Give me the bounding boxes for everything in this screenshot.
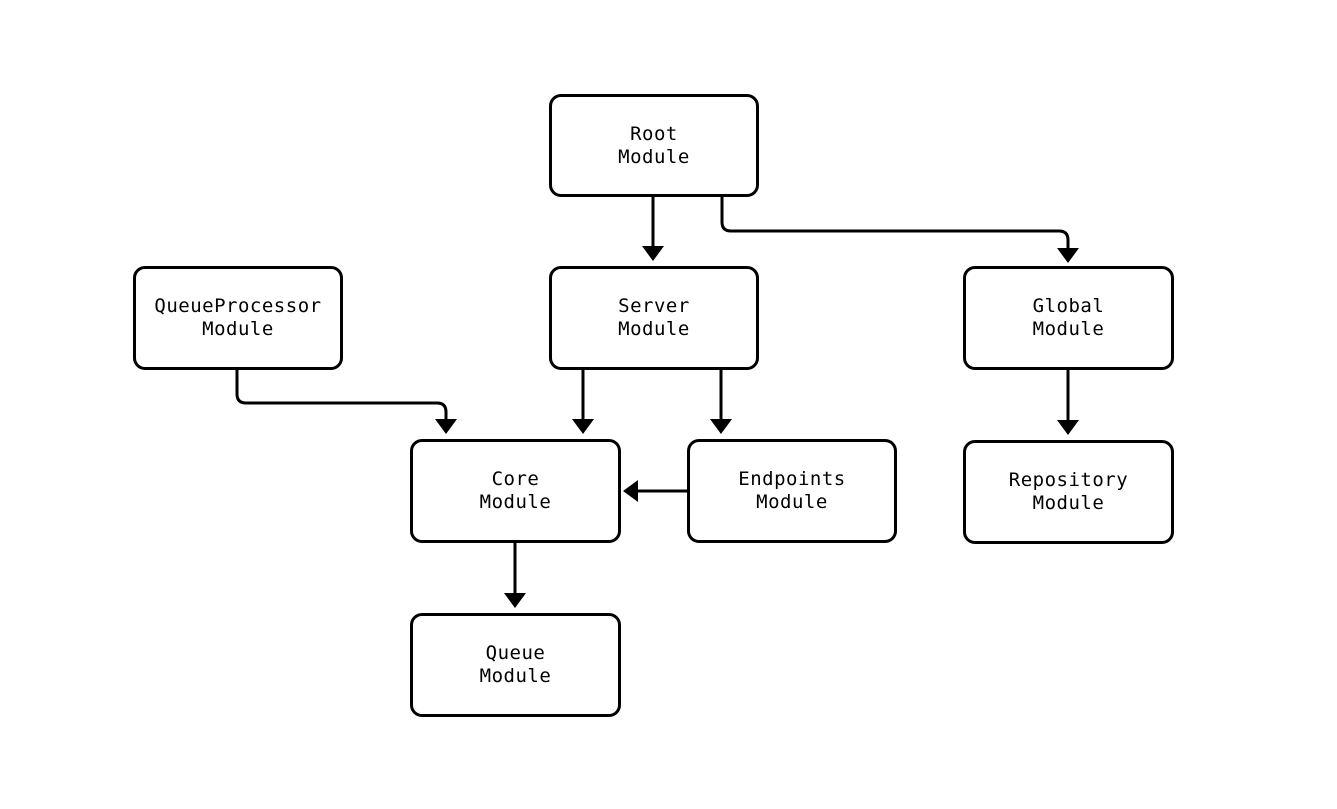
global-module-label-line2: Module [1032,318,1105,340]
edge-server-endpoints [710,370,732,434]
server-module-label-line1: Server [618,295,690,317]
edge-server-core [572,370,594,434]
queueprocessor-module[interactable]: QueueProcessor Module [133,266,343,370]
repository-module-label-line2: Module [1032,492,1105,514]
edge-root-global [720,197,1079,263]
core-module-label-line1: Core [491,468,540,490]
queueprocessor-module-label-line2: Module [202,318,274,340]
core-module-label-line2: Module [479,491,552,513]
queue-module[interactable]: Queue Module [410,613,621,717]
server-module[interactable]: Server Module [549,266,759,370]
queue-module-label-line1: Queue [485,642,546,664]
endpoints-module[interactable]: Endpoints Module [687,439,897,543]
edge-global-repository [1057,370,1079,435]
queueprocessor-module-label-line1: QueueProcessor [154,295,322,317]
global-module-label-line1: Global [1032,295,1105,317]
server-module-label-line2: Module [618,318,690,340]
endpoints-module-label-line1: Endpoints [738,468,846,490]
root-module[interactable]: Root Module [549,94,759,197]
root-module-label-line1: Root [630,122,678,145]
edge-core-queue [504,543,526,608]
edge-queueprocessor-core [235,370,457,434]
edge-endpoints-core [623,480,687,502]
core-module[interactable]: Core Module [410,439,621,543]
repository-module[interactable]: Repository Module [963,440,1174,544]
global-module[interactable]: Global Module [963,266,1174,370]
endpoints-module-label-line2: Module [756,491,828,513]
queue-module-label-line2: Module [479,665,552,687]
edge-root-server [642,197,664,261]
repository-module-label-line1: Repository [1008,469,1129,491]
root-module-label-line2: Module [618,145,690,168]
